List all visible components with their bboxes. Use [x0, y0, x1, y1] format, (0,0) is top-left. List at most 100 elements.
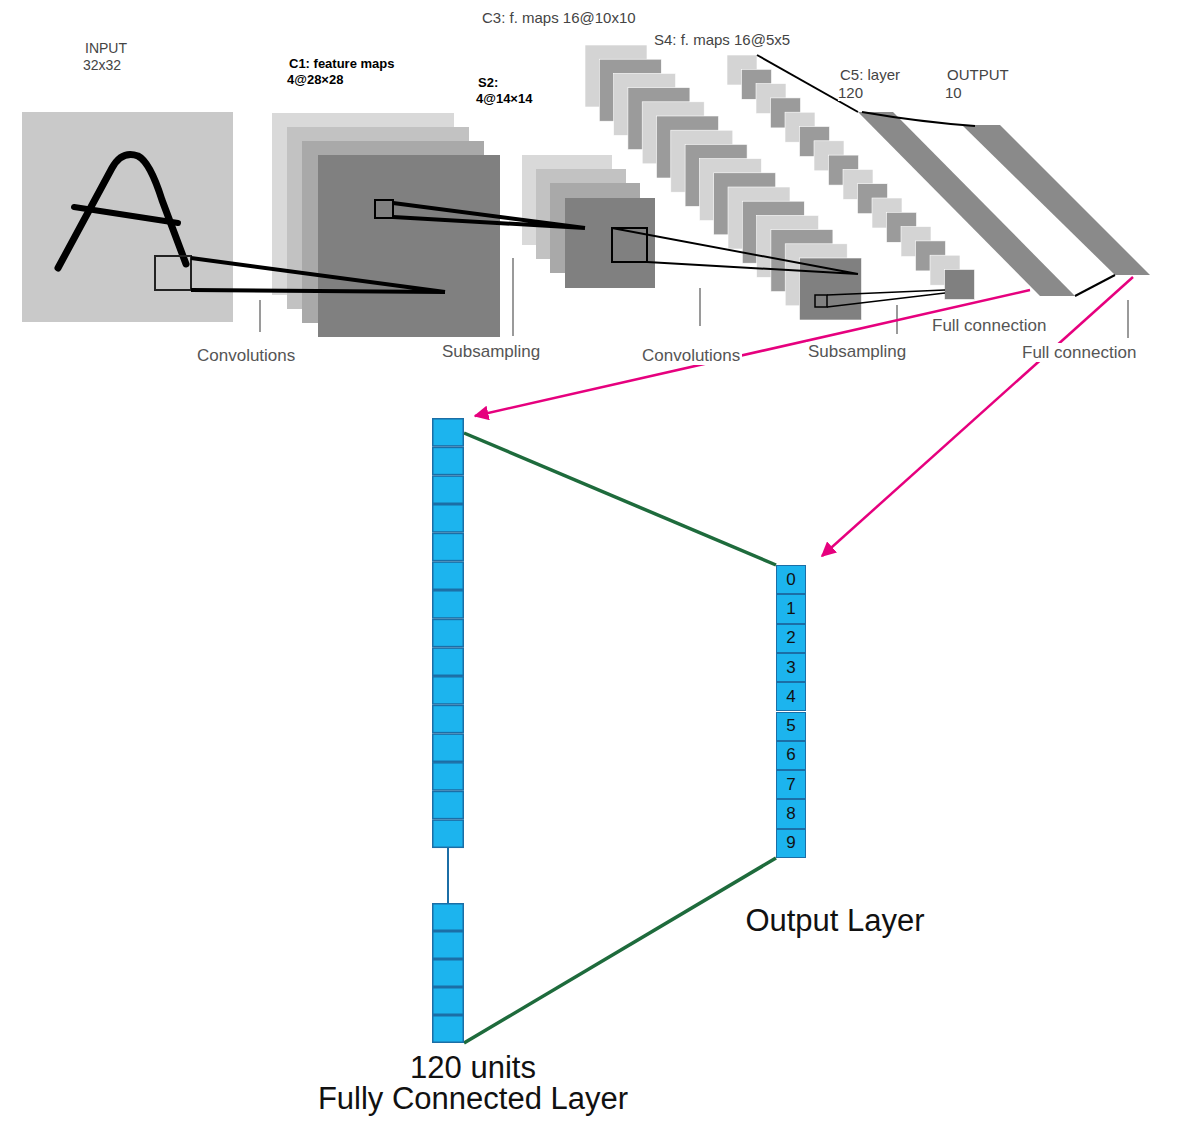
layer-title: Output Layer: [745, 905, 924, 936]
projection-line: [393, 203, 585, 228]
unit-digit: 1: [786, 600, 795, 618]
label-box: Subsampling: [440, 342, 542, 362]
operation-name: Full connection: [1020, 343, 1138, 362]
operation-name: Convolutions: [640, 346, 742, 365]
label-box: Full connection: [1020, 343, 1138, 363]
output-unit: 5: [776, 712, 806, 741]
projection-line: [862, 112, 975, 126]
layer-name: C5: layer 120: [838, 66, 900, 101]
feature-map: [800, 258, 862, 320]
projection-line: [1075, 275, 1115, 296]
unit-cell: [433, 476, 464, 503]
output-unit: 8: [776, 799, 806, 828]
layer-name: OUTPUT 10: [945, 66, 1009, 101]
label-box: C5: layer 120: [838, 66, 918, 102]
unit-cell: [433, 904, 464, 931]
feature-map: [945, 270, 975, 300]
label-box: Full connection: [930, 316, 1048, 336]
full-connection-line: [464, 433, 776, 565]
unit-digit: 7: [786, 776, 795, 794]
output-unit: 1: [776, 594, 806, 623]
projection-line: [612, 228, 858, 274]
feature-map: [318, 155, 500, 337]
unit-digit: 2: [786, 629, 795, 647]
label-box: C3: f. maps 16@10x10: [480, 9, 638, 27]
unit-cell: [433, 533, 464, 560]
layer-title: Fully Connected Layer: [318, 1083, 628, 1114]
operation-name: Subsampling: [806, 342, 908, 361]
layer-name: S2: 4@14×14: [476, 75, 534, 106]
receptive-field: [375, 200, 393, 218]
unit-cell: [433, 648, 464, 675]
unit-cell: [433, 1016, 464, 1043]
operation-name: Convolutions: [195, 346, 297, 365]
operation-name: Full connection: [930, 316, 1048, 335]
layer-name: C1: feature maps 4@28×28: [287, 56, 394, 87]
letter-stroke: [74, 207, 178, 223]
unit-cell: [433, 705, 464, 732]
unit-cell: [433, 791, 464, 818]
unit-column: [432, 418, 464, 1043]
unit-digit: 9: [786, 834, 795, 852]
feature-map: [565, 198, 655, 288]
unit-digit: 5: [786, 717, 795, 735]
layer-name: INPUT 32x32: [83, 40, 127, 73]
projection-line: [827, 290, 945, 307]
separator-tick: [1127, 300, 1129, 338]
feature-map-stack: [585, 45, 862, 320]
layer-title: 120 units: [318, 1052, 628, 1083]
unit-cell: [433, 734, 464, 761]
unit-cell: [433, 960, 464, 987]
label-box: Subsampling: [806, 342, 908, 362]
layer-caption: 120 unitsFully Connected Layer: [318, 1052, 628, 1114]
output-unit: 0: [776, 565, 806, 594]
layer-name: C3: f. maps 16@10x10: [480, 9, 638, 26]
unit-cell: [433, 562, 464, 589]
unit-cell: [433, 820, 464, 847]
output-unit: 9: [776, 829, 806, 858]
label-box: INPUT 32x32: [83, 40, 145, 74]
output-unit: 7: [776, 770, 806, 799]
label-box: Convolutions: [640, 346, 742, 366]
receptive-field: [155, 256, 191, 290]
label-box: OUTPUT 10: [945, 66, 1015, 102]
layer-caption: Output Layer: [745, 905, 924, 936]
receptive-field: [815, 295, 827, 307]
output-layer: Output Layer0123456789: [776, 565, 806, 858]
unit-cell: [433, 505, 464, 532]
column-link: [447, 848, 449, 903]
label-box: Convolutions: [195, 346, 297, 366]
label-box: C1: feature maps 4@28×28: [287, 56, 427, 87]
output-unit: 6: [776, 741, 806, 770]
unit-cell: [433, 763, 464, 790]
output-unit: 3: [776, 653, 806, 682]
unit-digit: 0: [786, 571, 795, 589]
unit-cell: [433, 419, 464, 446]
separator-tick: [699, 288, 701, 326]
operation-name: Subsampling: [440, 342, 542, 361]
unit-cell: [433, 447, 464, 474]
projection-line: [191, 258, 445, 292]
unit-digit: 4: [786, 688, 795, 706]
unit-cell: [433, 932, 464, 959]
layer-name: S4: f. maps 16@5x5: [652, 31, 792, 48]
label-box: S4: f. maps 16@5x5: [652, 31, 792, 49]
unit-cell: [433, 677, 464, 704]
unit-cell: [433, 619, 464, 646]
output-unit: 4: [776, 682, 806, 711]
separator-tick: [512, 258, 514, 336]
unit-cell: [433, 988, 464, 1015]
letter-stroke: [58, 155, 186, 269]
unit-digit: 6: [786, 746, 795, 764]
zoom-arrow: [475, 290, 1030, 416]
full-connection-line: [464, 858, 776, 1043]
unit-digit: 3: [786, 659, 795, 677]
layer-band: [858, 112, 1075, 296]
label-box: S2: 4@14×14: [476, 75, 546, 106]
unit-digit: 8: [786, 805, 795, 823]
zoom-arrow: [822, 277, 1133, 556]
unit-cell: [433, 591, 464, 618]
